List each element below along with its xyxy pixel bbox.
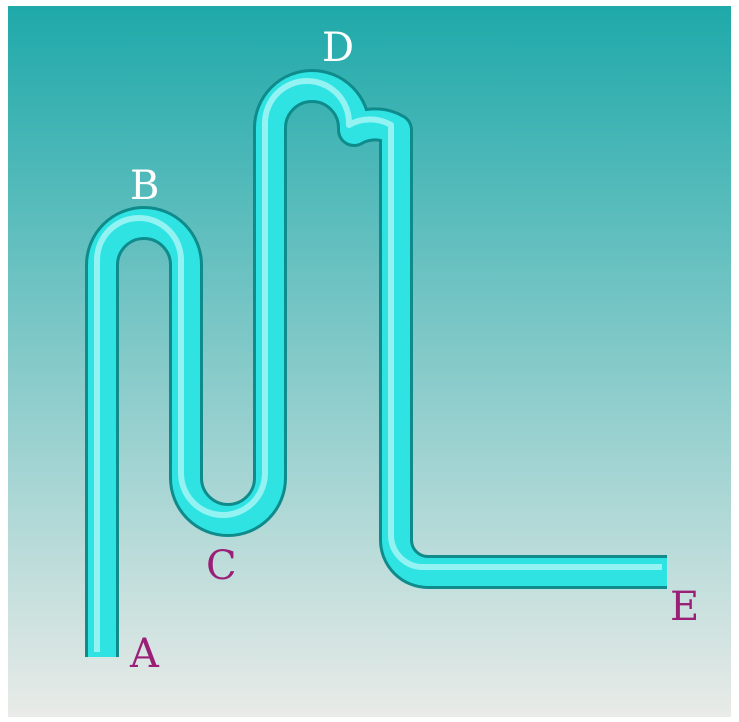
point-c-label: C (206, 543, 237, 589)
point-b-label: B (130, 163, 160, 209)
point-d-label: D (322, 25, 355, 71)
point-e-label: E (670, 584, 700, 630)
bent-pipe (85, 69, 667, 657)
point-a-label: A (130, 631, 159, 677)
pipe-highlight (94, 78, 662, 652)
